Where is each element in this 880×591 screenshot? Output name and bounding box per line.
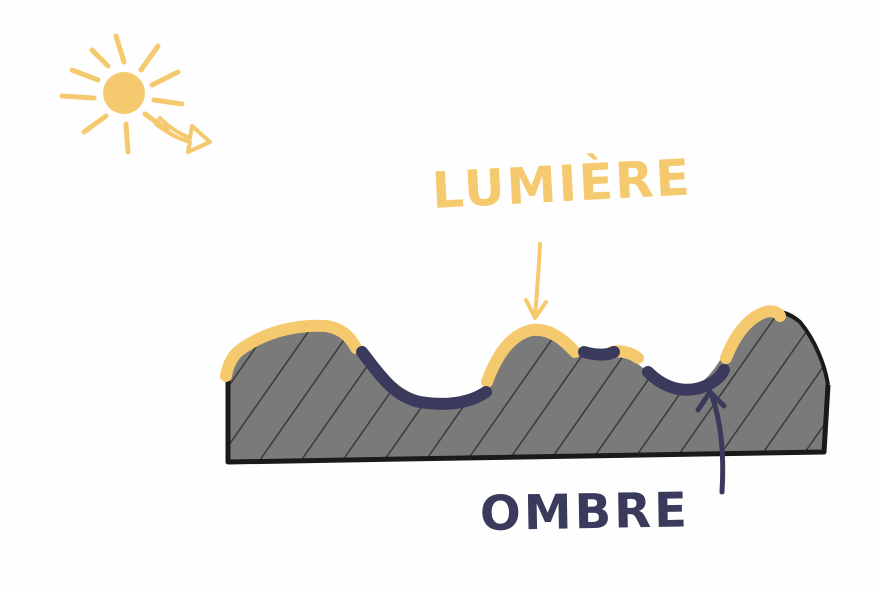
sun-icon <box>59 33 185 155</box>
shadow-areas <box>356 346 730 410</box>
light-pointer-arrow <box>524 242 548 320</box>
shadow-label: OMBRE <box>479 482 691 542</box>
light-label: LUMIÈRE <box>430 148 694 220</box>
arrow-icon <box>154 116 212 154</box>
light-highlights <box>220 305 786 388</box>
shadow-pointer-arrow <box>695 389 727 495</box>
